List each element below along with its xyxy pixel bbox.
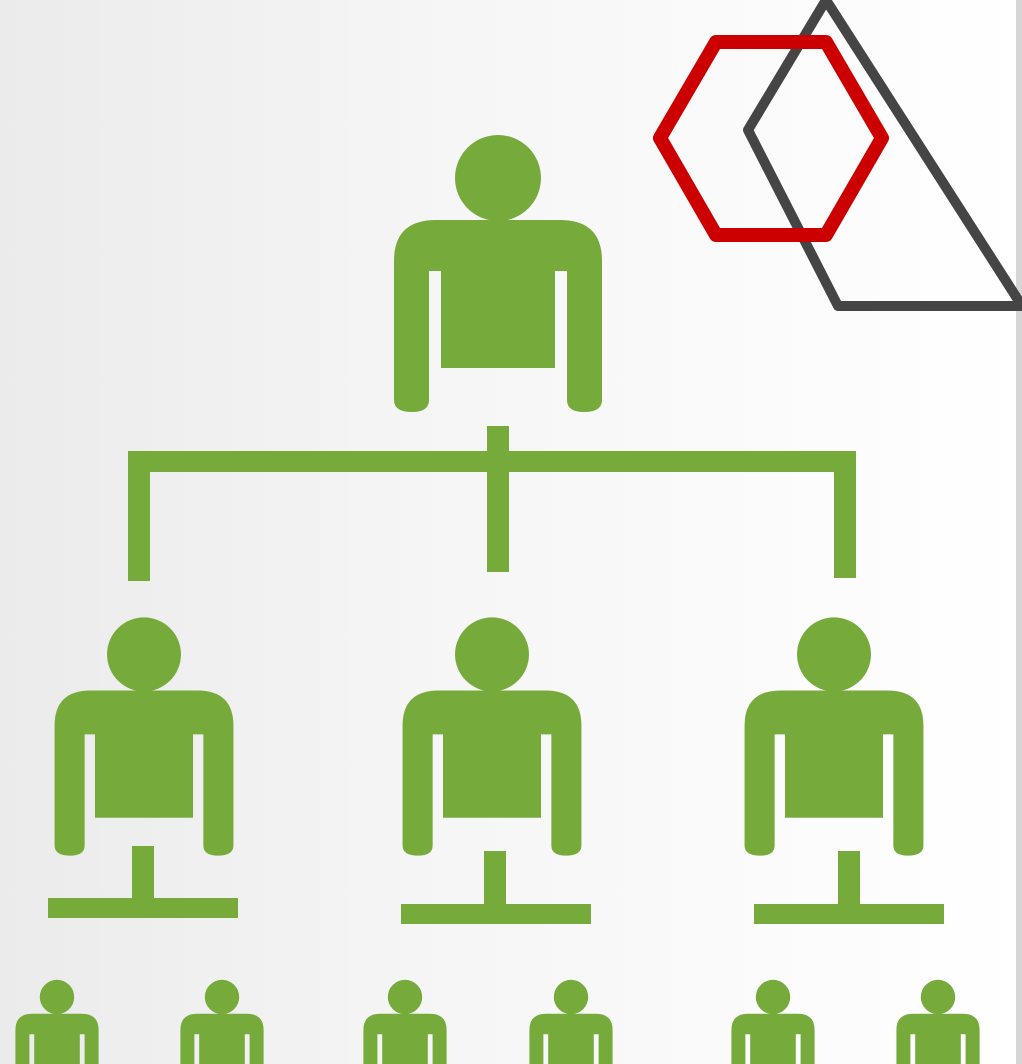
hexagon-icon <box>653 35 889 242</box>
connector-top <box>128 426 856 581</box>
person-icon-top <box>394 135 602 412</box>
right-edge-border <box>1016 0 1022 1064</box>
person-icon-right <box>744 617 924 856</box>
person-icon-small <box>363 979 447 1064</box>
person-icon-small <box>15 979 99 1064</box>
hexagon-outline-icon <box>743 0 1022 311</box>
person-icon-small <box>529 979 613 1064</box>
connector-left <box>48 846 238 918</box>
person-icon-left <box>54 617 234 856</box>
person-icon-small <box>180 979 264 1064</box>
person-icon-small <box>896 979 980 1064</box>
person-icon-small <box>731 979 815 1064</box>
connector-right <box>754 851 944 924</box>
person-icon-middle <box>402 617 582 856</box>
connector-middle <box>401 851 591 924</box>
